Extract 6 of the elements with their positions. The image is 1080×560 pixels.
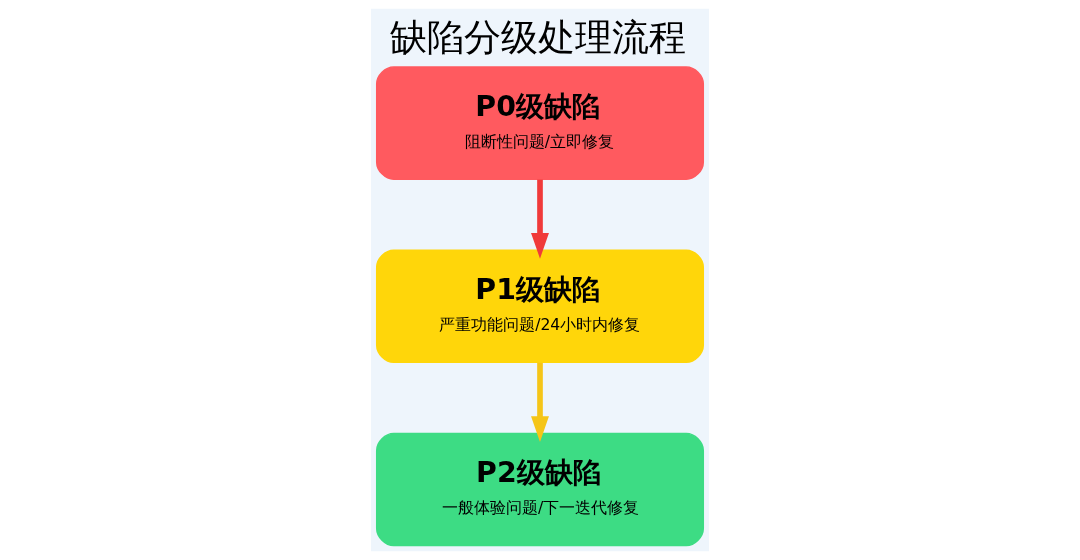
node-box: P1级缺陷 严重功能问题/24小时内修复 bbox=[375, 249, 705, 364]
arrow bbox=[531, 179, 549, 259]
node-box: P0级缺陷 阻断性问题/立即修复 bbox=[375, 66, 705, 180]
arrow bbox=[531, 362, 549, 442]
node-box: P2级缺陷 一般体验问题/下一迭代修复 bbox=[375, 432, 705, 547]
diagram-title: 缺陷分级处理流程 bbox=[389, 15, 686, 59]
